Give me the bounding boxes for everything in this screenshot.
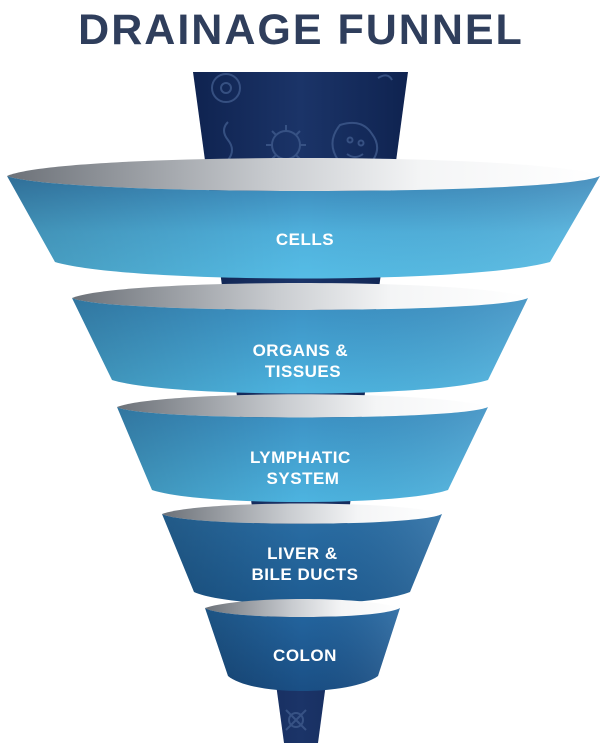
stage-label-cells-line1: CELLS bbox=[276, 230, 334, 249]
stage-label-liver-line2: BILE DUCTS bbox=[252, 565, 359, 584]
stage-label-lymphatic-line2: SYSTEM bbox=[267, 469, 340, 488]
funnel-stage-liver-bile-ducts bbox=[162, 503, 442, 604]
cell-icon bbox=[211, 73, 241, 103]
stage-label-colon: COLON bbox=[273, 646, 337, 665]
bacteria-icon bbox=[223, 121, 233, 161]
diagram-title: DRAINAGE FUNNEL bbox=[78, 6, 524, 54]
stage-label-lymphatic-line1: LYMPHATIC bbox=[250, 448, 351, 467]
stage-label-organs-line1: ORGANS & bbox=[253, 341, 349, 360]
stage-label-organs-line2: TISSUES bbox=[265, 362, 341, 381]
stage-label-cells: CELLS bbox=[276, 230, 334, 249]
funnel-stage-cells bbox=[7, 158, 600, 279]
stage-label-liver-line1: LIVER & bbox=[267, 544, 338, 563]
funnel-stage-lymphatic-system bbox=[117, 394, 488, 502]
funnel-stage-organs-tissues bbox=[72, 283, 528, 394]
stage-label-organs-tissues: ORGANS & TISSUES bbox=[253, 341, 354, 381]
stage-label-liver-bile-ducts: LIVER & BILE DUCTS bbox=[252, 544, 359, 584]
stage-label-lymphatic-system: LYMPHATIC SYSTEM bbox=[250, 448, 356, 488]
funnel-stage-colon bbox=[205, 599, 400, 691]
stage-label-colon-line1: COLON bbox=[273, 646, 337, 665]
